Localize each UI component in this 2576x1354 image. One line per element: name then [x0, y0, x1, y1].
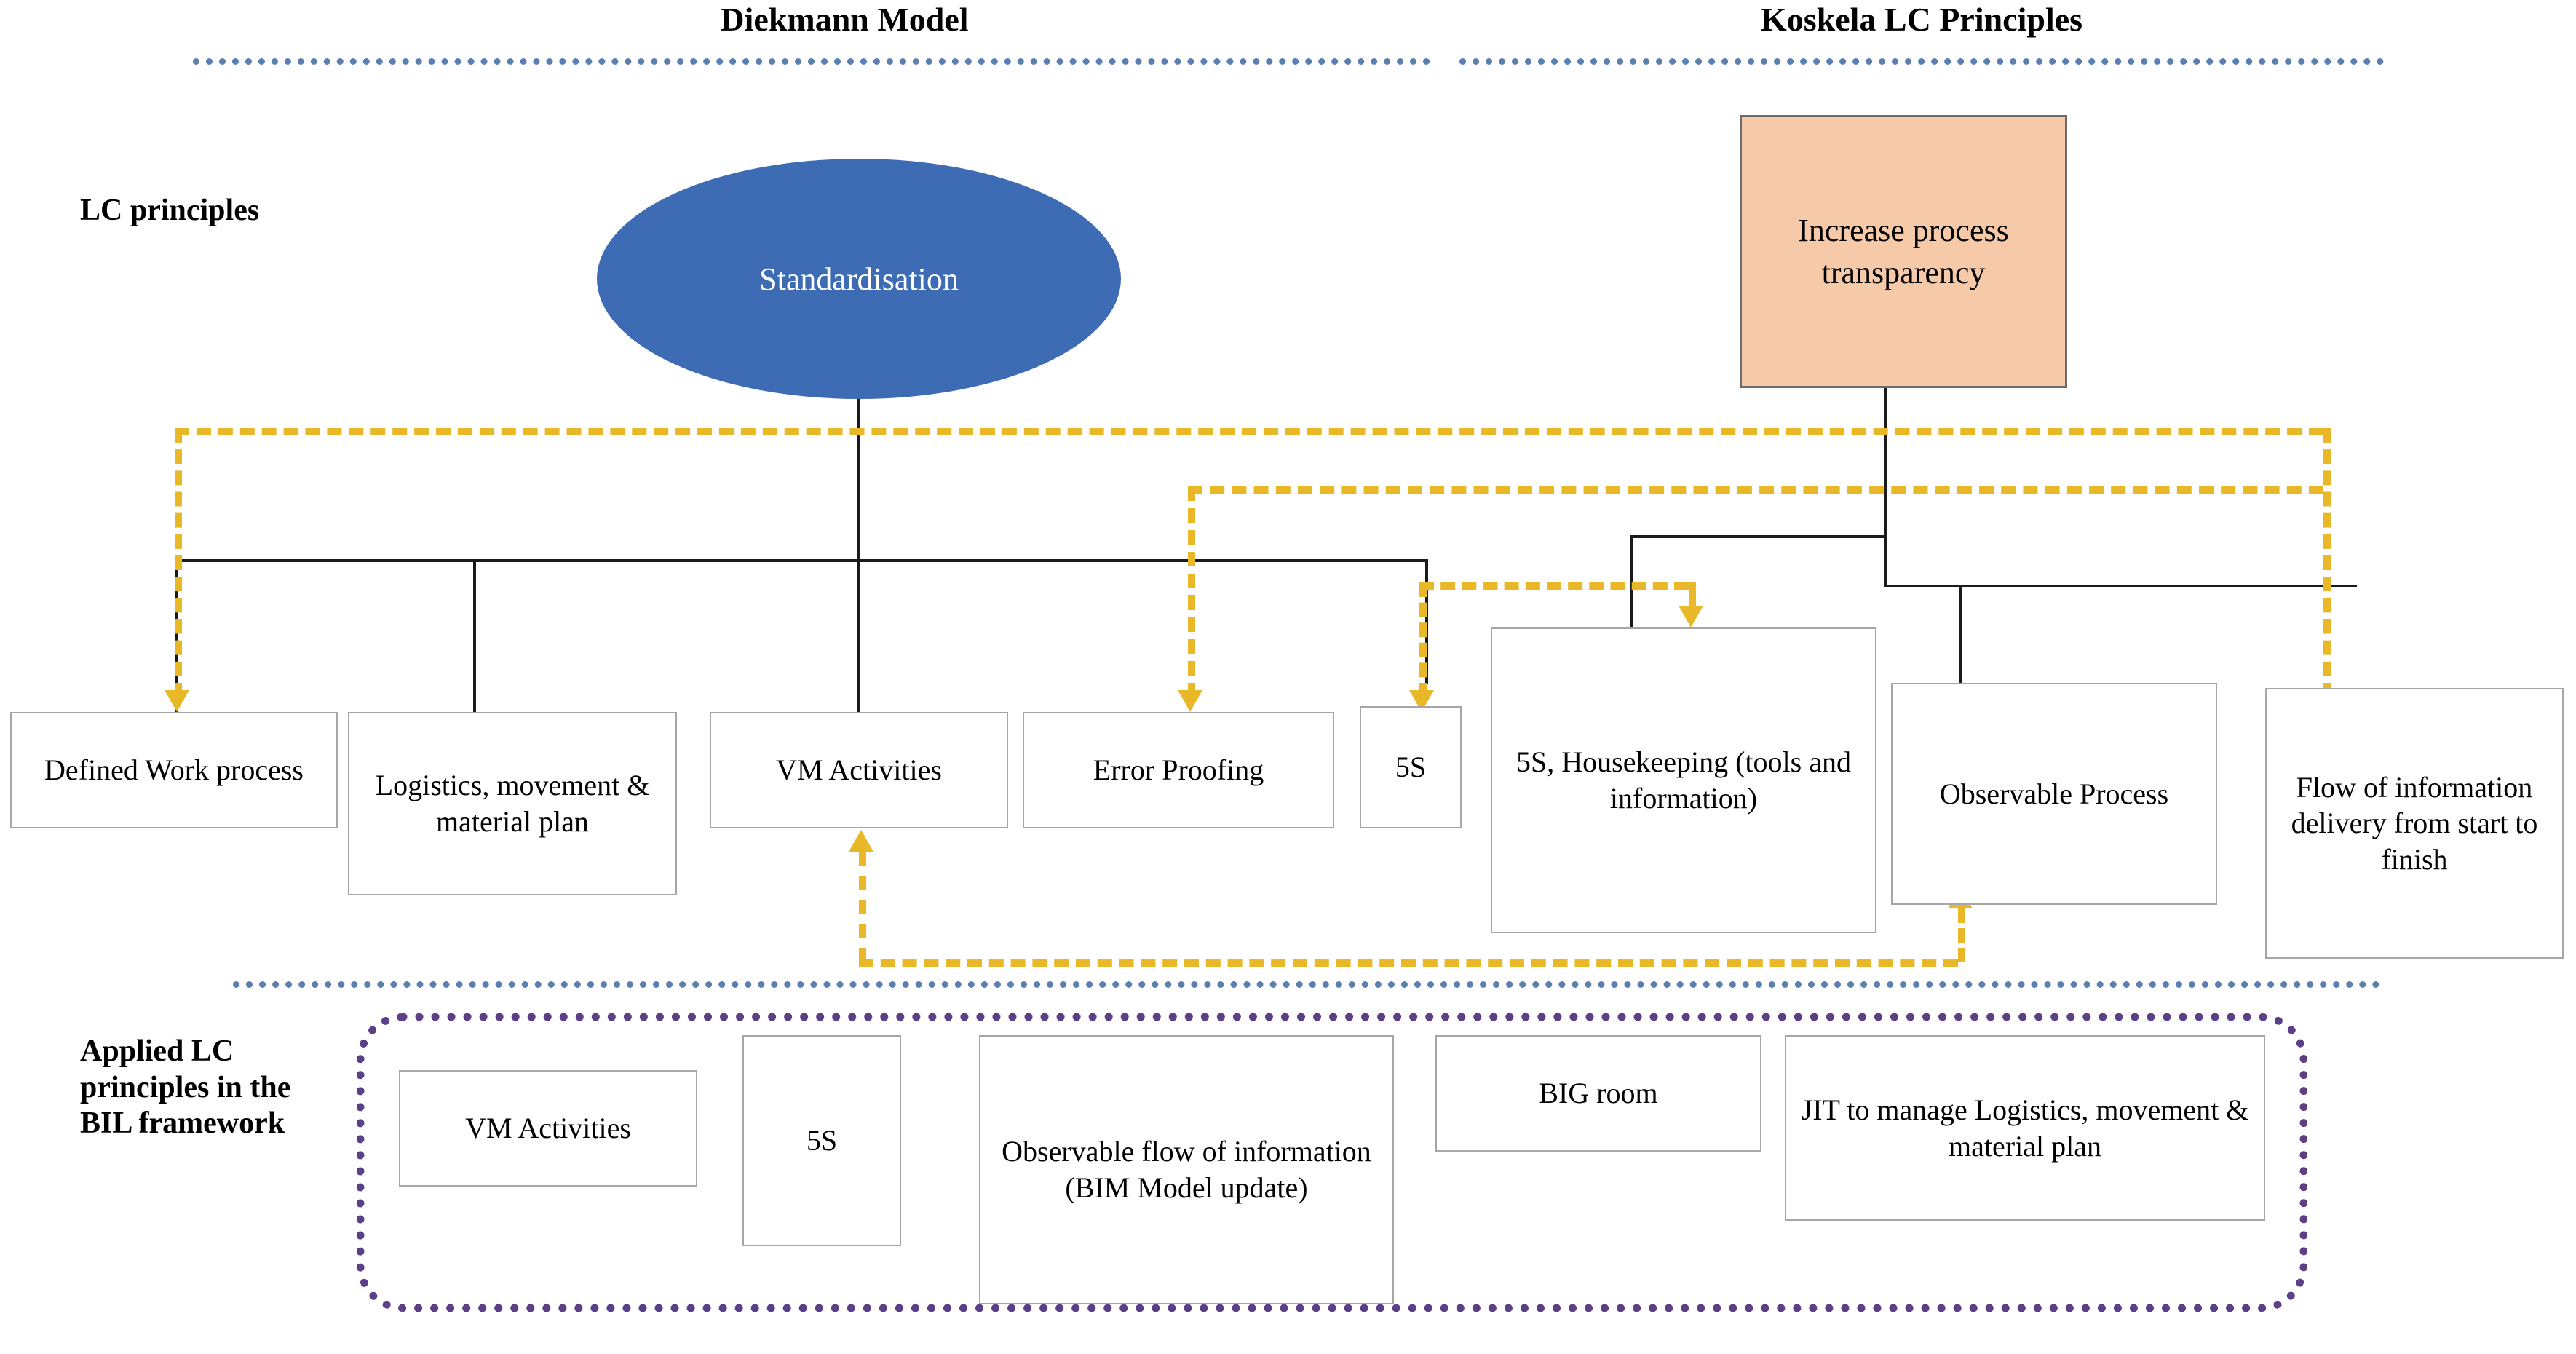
node-flow-of-information[interactable]: Flow of information delivery from start … [2265, 688, 2564, 959]
row-label-lc-principles: LC principles [80, 194, 260, 227]
header-separator-left [193, 58, 1430, 65]
node-vm-activities[interactable]: VM Activities [710, 712, 1008, 828]
tree-drop-vm-activities [857, 559, 860, 713]
tree-drop-logistics [473, 559, 476, 713]
tree-bar-diekmann [175, 559, 1427, 562]
node-5s-applied[interactable]: 5S [742, 1035, 901, 1246]
applied-section-separator [233, 981, 2380, 988]
yellow-arrowhead-vm-activities [849, 830, 873, 852]
node-standardisation[interactable]: Standardisation [597, 159, 1121, 399]
yellow-drop-5s-housekeeping [1689, 582, 1696, 611]
node-observable-flow-bim[interactable]: Observable flow of information (BIM Mode… [979, 1035, 1394, 1304]
yellow-arrowhead-defined-work [165, 690, 189, 712]
yellow-drop-defined-work [175, 428, 182, 697]
node-increase-process-transparency[interactable]: Increase process transparency [1740, 115, 2067, 388]
tree-drop-error-proofing-right [1425, 559, 1428, 684]
tree-stem-standardisation [857, 399, 860, 561]
node-error-proofing[interactable]: Error Proofing [1023, 712, 1334, 828]
tree-bar-koskela-right [1884, 585, 2357, 587]
yellow-run-bottom [859, 959, 1958, 967]
header-separator-right [1459, 58, 2384, 65]
yellow-run-top [175, 428, 2323, 435]
yellow-drop-error-proofing [1188, 486, 1195, 697]
node-5s[interactable]: 5S [1360, 706, 1462, 828]
yellow-rise-observable-process [1958, 908, 1965, 962]
node-defined-work-process[interactable]: Defined Work process [10, 712, 338, 828]
yellow-drop-flow-of-information [2323, 428, 2331, 697]
node-5s-housekeeping[interactable]: 5S, Housekeeping (tools and information) [1491, 627, 1876, 933]
yellow-rise-vm-activities [859, 852, 866, 962]
applied-framework-frame [357, 1013, 2307, 1312]
yellow-run-third [1419, 582, 1689, 590]
node-jit-logistics[interactable]: JIT to manage Logistics, movement & mate… [1785, 1035, 2265, 1221]
header-diekmann-model: Diekmann Model [720, 1, 969, 38]
yellow-drop-5s [1419, 582, 1427, 697]
node-vm-activities-applied[interactable]: VM Activities [399, 1070, 697, 1187]
header-koskela-lc-principles: Koskela LC Principles [1760, 1, 2083, 38]
tree-bar-koskela-left [1630, 535, 1885, 538]
node-observable-process[interactable]: Observable Process [1891, 683, 2217, 905]
tree-drop-observable-process [1959, 585, 1962, 683]
yellow-run-second [1188, 486, 2323, 494]
row-label-applied-lc-principles: Applied LC principles in the BIL framewo… [80, 1034, 291, 1141]
yellow-arrowhead-error-proofing [1178, 690, 1202, 712]
yellow-arrowhead-5s-housekeeping [1679, 606, 1703, 627]
node-big-room[interactable]: BIG room [1435, 1035, 1761, 1152]
node-logistics-movement-material-plan[interactable]: Logistics, movement & material plan [348, 712, 677, 895]
